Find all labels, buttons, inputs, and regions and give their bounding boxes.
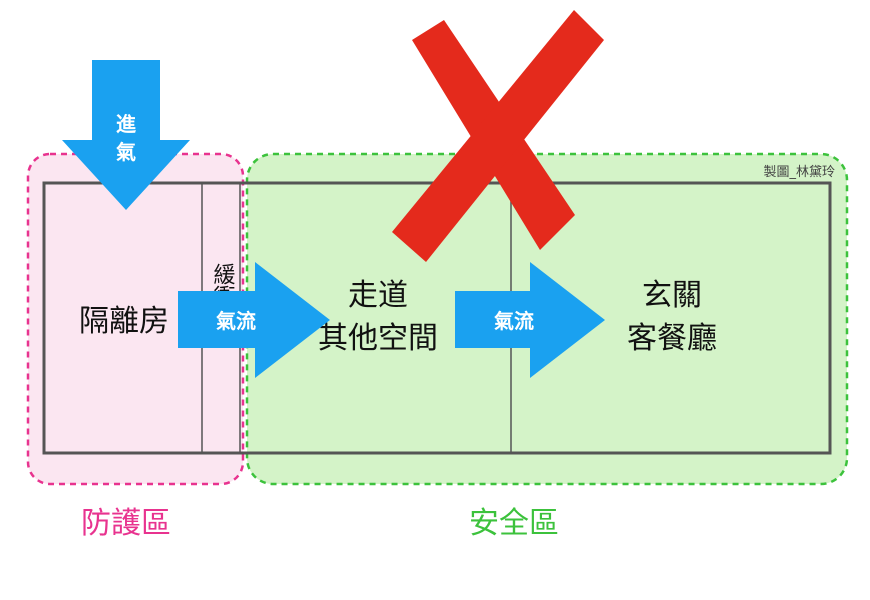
cross-mark-icon [392, 10, 604, 262]
safe-zone-label: 安全區 [469, 506, 559, 541]
room-corridor-label-1: 走道 [348, 278, 408, 313]
room-entrance-label-2: 客餐廳 [627, 321, 717, 356]
intake-arrow-label-1: 進 [116, 112, 136, 136]
room-entrance-label-1: 玄關 [642, 278, 702, 313]
protection-zone-area [26, 152, 245, 486]
room-isolation-label: 隔離房 [79, 304, 169, 339]
intake-arrow-shape [62, 60, 190, 210]
intake-arrow-label-2: 氣 [116, 140, 136, 164]
airflow-arrow-2: 氣流 [455, 262, 605, 378]
airflow-arrow-1: 氣流 [178, 262, 330, 378]
airflow-arrow-1-label: 氣流 [216, 309, 256, 333]
intake-arrow: 進 氣 [62, 60, 190, 210]
cross-stroke-2 [392, 10, 604, 262]
airflow-arrow-1-shape [178, 262, 330, 378]
airflow-arrow-2-label: 氣流 [494, 309, 534, 333]
room-corridor-label-2: 其他空間 [318, 321, 438, 356]
airflow-arrow-2-shape [455, 262, 605, 378]
credit-label: 製圖_林黛玲 [763, 165, 835, 180]
protection-zone-label: 防護區 [81, 506, 171, 541]
